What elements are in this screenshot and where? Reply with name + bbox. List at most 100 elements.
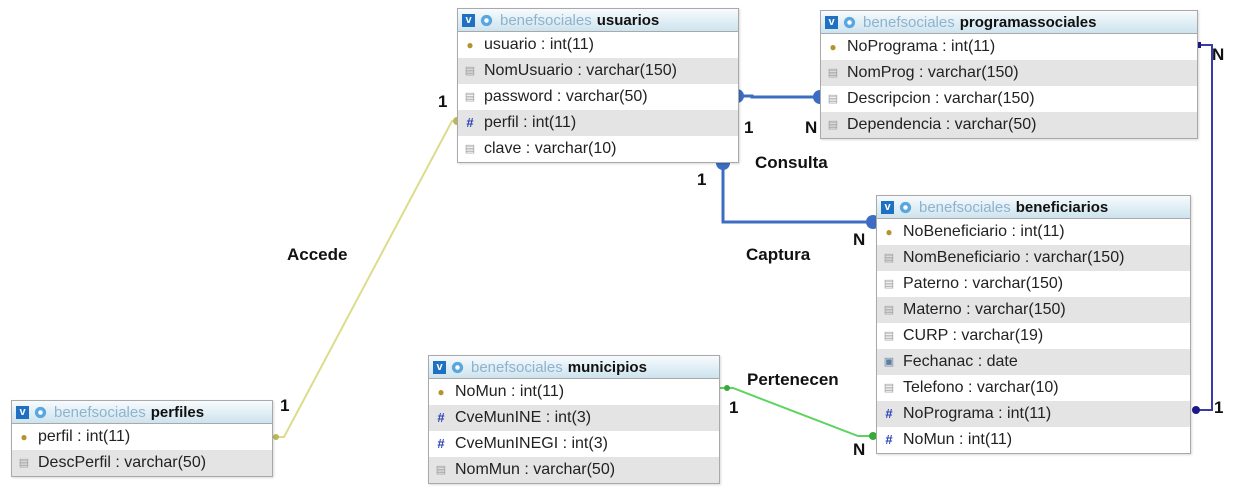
table-name: perfiles <box>150 403 205 421</box>
relation-label-pertenecen: Pertenecen <box>747 370 839 389</box>
table-header[interactable]: v benefsociales programassociales <box>821 11 1197 34</box>
relation-line-programa-beneficiario <box>1193 44 1213 411</box>
field-row[interactable]: ▤ NomMun : varchar(50) <box>429 457 719 483</box>
relation-label-accede: Accede <box>287 245 348 264</box>
number-field-icon: # <box>437 436 445 451</box>
cardinality-accede-perfiles: 1 <box>280 396 290 415</box>
field-label: NoPrograma : int(11) <box>903 405 1052 422</box>
field-label: NoBeneficiario : int(11) <box>903 223 1065 240</box>
text-field-icon: ▤ <box>827 119 839 131</box>
text-field-icon: ▤ <box>464 143 476 155</box>
field-row[interactable]: ● perfil : int(11) <box>12 424 272 450</box>
text-field-icon: ▤ <box>827 67 839 79</box>
table-perfiles[interactable]: v benefsociales perfiles ● perfil : int(1… <box>11 400 273 477</box>
field-label: perfil : int(11) <box>38 428 131 445</box>
field-label: NomProg : varchar(150) <box>847 64 1019 81</box>
relation-label-consulta: Consulta <box>755 153 828 172</box>
field-label: NoMun : int(11) <box>455 383 565 400</box>
relation-end-accede-perfiles <box>273 434 279 440</box>
key-icon: ● <box>829 40 837 54</box>
table-header[interactable]: v benefsociales perfiles <box>12 401 272 424</box>
toggle-icon[interactable]: v <box>462 13 475 27</box>
field-row[interactable]: ▤password : varchar(50) <box>458 84 738 110</box>
cardinality-pertenecen-municipios: 1 <box>729 398 739 417</box>
text-field-icon: ▤ <box>883 382 895 394</box>
relation-line-consulta <box>737 94 820 99</box>
cardinality-captura-beneficiarios: N <box>853 230 866 249</box>
toggle-icon[interactable]: v <box>433 360 446 374</box>
cardinality-consulta-usuarios: 1 <box>744 118 754 137</box>
field-label: CveMunINE : int(3) <box>455 409 592 426</box>
field-row[interactable]: ▤ NomProg : varchar(150) <box>821 60 1197 86</box>
field-label: Materno : varchar(150) <box>903 301 1066 318</box>
field-row[interactable]: ▤Paterno : varchar(150) <box>877 271 1190 297</box>
cardinality-pertenecen-beneficiarios: N <box>853 440 866 459</box>
db-name: benefsociales <box>54 403 146 421</box>
field-row[interactable]: #perfil : int(11) <box>458 110 738 136</box>
table-name: beneficiarios <box>1015 198 1109 216</box>
table-header[interactable]: v benefsociales beneficiarios <box>877 196 1190 219</box>
gear-icon[interactable] <box>479 13 494 28</box>
gear-icon[interactable] <box>33 405 48 420</box>
field-row[interactable]: ▤Telefono : varchar(10) <box>877 375 1190 401</box>
text-field-icon: ▤ <box>435 464 447 476</box>
toggle-icon[interactable]: v <box>881 200 894 214</box>
field-label: CURP : varchar(19) <box>903 327 1044 344</box>
field-label: Dependencia : varchar(50) <box>847 116 1037 133</box>
relation-end-pertenecen-municipios <box>724 385 730 391</box>
field-row[interactable]: ▤Materno : varchar(150) <box>877 297 1190 323</box>
db-name: benefsociales <box>500 11 592 29</box>
field-label: NomBeneficiario : varchar(150) <box>903 249 1125 266</box>
field-row[interactable]: # CveMunINE : int(3) <box>429 405 719 431</box>
field-label: usuario : int(11) <box>484 36 594 53</box>
table-usuarios[interactable]: v benefsociales usuarios ● usuario : int(… <box>457 8 739 163</box>
field-label: DescPerfil : varchar(50) <box>38 454 207 471</box>
table-municipios[interactable]: v benefsociales municipios ● NoMun : int(… <box>428 355 720 484</box>
text-field-icon: ▤ <box>883 278 895 290</box>
field-row[interactable]: ▣Fechanac : date <box>877 349 1190 375</box>
field-row[interactable]: ● NoPrograma : int(11) <box>821 34 1197 60</box>
key-icon: ● <box>20 430 28 444</box>
table-programassociales[interactable]: v benefsociales programassociales ● NoPro… <box>820 10 1198 139</box>
field-label: Fechanac : date <box>903 353 1018 370</box>
key-icon: ● <box>437 385 445 399</box>
cardinality-consulta-programas: N <box>805 118 818 137</box>
field-row[interactable]: ▤ DescPerfil : varchar(50) <box>12 450 272 476</box>
cardinality-programa-top: N <box>1212 45 1225 64</box>
toggle-icon[interactable]: v <box>16 405 29 419</box>
field-row[interactable]: ▤ Dependencia : varchar(50) <box>821 112 1197 138</box>
field-row[interactable]: ▤Descripcion : varchar(150) <box>821 86 1197 112</box>
number-field-icon: # <box>437 410 445 425</box>
text-field-icon: ▤ <box>18 457 30 469</box>
key-icon: ● <box>466 38 474 52</box>
text-field-icon: ▤ <box>464 91 476 103</box>
relation-end-programa-top <box>1196 42 1201 48</box>
field-row[interactable]: ● NoMun : int(11) <box>429 379 719 405</box>
db-name: benefsociales <box>863 13 955 31</box>
field-label: NomUsuario : varchar(150) <box>484 62 677 79</box>
field-label: NomMun : varchar(50) <box>455 461 616 478</box>
field-row[interactable]: #NoMun : int(11) <box>877 427 1190 453</box>
gear-icon[interactable] <box>450 360 465 375</box>
table-name: municipios <box>567 358 647 376</box>
field-row[interactable]: # NoPrograma : int(11) <box>877 401 1190 427</box>
field-row[interactable]: ▤CURP : varchar(19) <box>877 323 1190 349</box>
field-label: clave : varchar(10) <box>484 140 617 157</box>
table-name: usuarios <box>596 11 660 29</box>
field-label: NoPrograma : int(11) <box>847 38 996 55</box>
field-row[interactable]: ●NoBeneficiario : int(11) <box>877 219 1190 245</box>
number-field-icon: # <box>885 406 893 421</box>
field-row[interactable]: ▤NomBeneficiario : varchar(150) <box>877 245 1190 271</box>
table-header[interactable]: v benefsociales municipios <box>429 356 719 379</box>
toggle-icon[interactable]: v <box>825 15 838 29</box>
table-header[interactable]: v benefsociales usuarios <box>458 9 738 32</box>
field-row[interactable]: ▤NomUsuario : varchar(150) <box>458 58 738 84</box>
field-row[interactable]: ● usuario : int(11) <box>458 32 738 58</box>
cardinality-programa-bottom: 1 <box>1214 398 1224 417</box>
field-label: CveMunINEGI : int(3) <box>455 435 608 452</box>
field-row[interactable]: # CveMunINEGI : int(3) <box>429 431 719 457</box>
table-beneficiarios[interactable]: v benefsociales beneficiarios ●NoBenefic… <box>876 195 1191 454</box>
field-row[interactable]: ▤ clave : varchar(10) <box>458 136 738 162</box>
gear-icon[interactable] <box>898 200 913 215</box>
gear-icon[interactable] <box>842 15 857 30</box>
